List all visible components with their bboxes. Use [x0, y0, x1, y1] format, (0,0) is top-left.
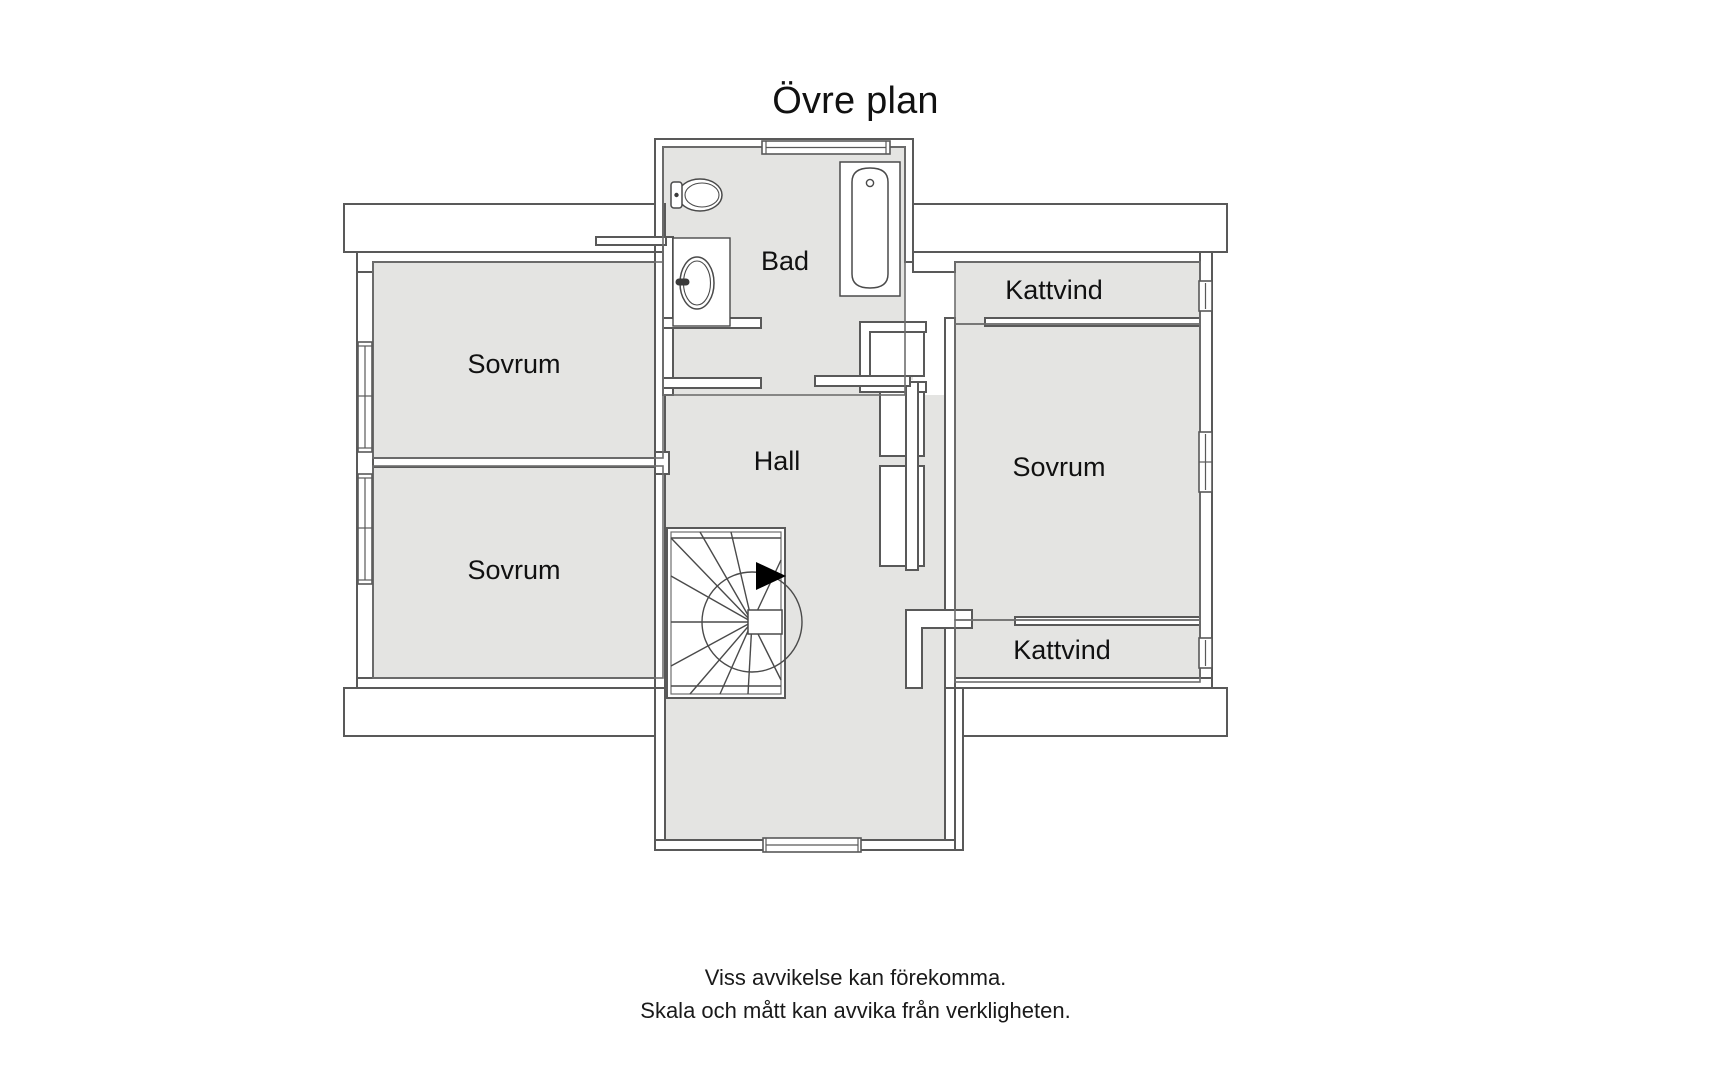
room-label-sovrum-upper-left: Sovrum — [467, 349, 560, 379]
wall-hall-protrusion-left — [654, 687, 666, 851]
window-left-upper — [357, 341, 373, 453]
room-fill-sovrum-lower-left — [373, 466, 663, 678]
wall-hall-right-divider — [944, 317, 956, 689]
room-outlines — [372, 146, 1201, 683]
windows — [357, 140, 1213, 853]
disclaimer-line-1: Viss avvikelse kan förekomma. — [704, 965, 1007, 990]
stair-newel-post — [747, 609, 783, 635]
wall-bad-nook-bottom — [662, 377, 762, 389]
wall-left-wing-bottom-edge — [356, 677, 664, 689]
room-label-sovrum-lower-left: Sovrum — [467, 555, 560, 585]
room-fill-kattvind-top — [955, 262, 1200, 324]
window-bad-top — [761, 140, 891, 155]
wall-bad-left-stub — [595, 236, 667, 246]
wall-left-wing — [356, 251, 374, 689]
stair-direction-arrow-icon — [756, 562, 786, 590]
wall-eave-top-left — [343, 203, 666, 253]
window-left-lower — [357, 473, 373, 585]
room-fill-kattvind-bottom — [955, 620, 1200, 682]
window-right-kattvind-bottom — [1198, 637, 1213, 669]
wall-hall-jog-bottom-right — [905, 609, 973, 689]
window-right-sovrum — [1198, 431, 1213, 493]
wall-eave-bottom-left — [343, 687, 666, 737]
stair-winder-arc — [701, 571, 803, 673]
room-label-sovrum-right: Sovrum — [1012, 452, 1105, 482]
window-bottom-hall — [762, 837, 862, 853]
wall-right-wing-bottom-edge — [954, 677, 1213, 689]
wall-eave-bottom-right — [954, 687, 1228, 737]
room-label-hall: Hall — [754, 446, 801, 476]
bathroom-fixtures — [670, 161, 901, 327]
wall-left-bedroom-divider-stub — [654, 451, 670, 475]
wall-eave-top-right — [904, 203, 1228, 253]
room-fill-sovrum-right — [955, 324, 1200, 620]
wall-bad-sink-partition-v — [662, 236, 674, 396]
wall-hall-closet-upper — [861, 329, 925, 377]
wall-hall-closet-shaft — [905, 381, 919, 571]
outline-sovrum-lower-left — [372, 465, 664, 679]
wall-hall-closet-ledge — [814, 375, 911, 387]
disclaimer-line-2: Skala och mått kan avvika från verklighe… — [640, 998, 1071, 1023]
toilet-icon — [670, 178, 723, 212]
wall-hall-protrusion-right — [944, 687, 956, 851]
room-labels: Bad Sovrum Sovrum Hall Kattvind Sovrum K… — [467, 246, 1110, 665]
room-label-kattvind-bottom: Kattvind — [1013, 635, 1111, 665]
room-fill-sovrum-upper-left — [373, 262, 663, 458]
room-label-kattvind-top: Kattvind — [1005, 275, 1103, 305]
staircase — [666, 527, 803, 699]
bathtub-icon — [839, 161, 901, 297]
sink-icon — [672, 237, 731, 327]
wall-kattvind-bottom-divider — [1014, 616, 1201, 626]
room-label-bad: Bad — [761, 246, 809, 276]
window-right-kattvind-top — [1198, 280, 1213, 312]
